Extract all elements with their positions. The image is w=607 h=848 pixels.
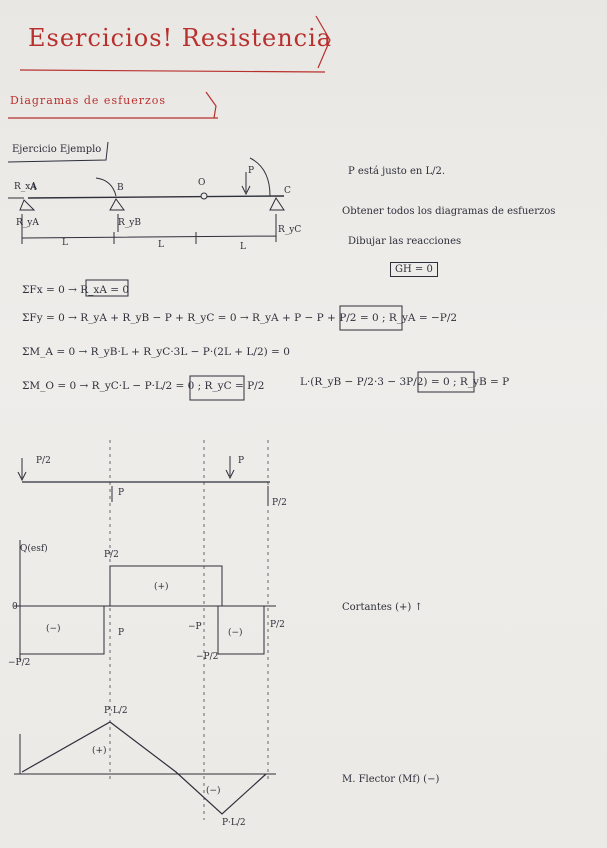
title-underline xyxy=(19,69,326,73)
beam-line xyxy=(27,195,285,199)
moment-bottom-label: P·L/2 xyxy=(222,818,246,828)
moment-arc-icon xyxy=(249,157,271,197)
fb-reaction-arrows-icon xyxy=(111,486,269,506)
equation-fy: ΣFy = 0 → R_yA + R_yB − P + R_yC = 0 → R… xyxy=(22,312,458,324)
fb-left-load: P/2 xyxy=(36,456,51,466)
shear-note: Cortantes (+) ↑ xyxy=(342,602,423,613)
span-1: L xyxy=(62,238,68,248)
equation-mo: ΣM_O = 0 → R_yC·L − P·L/2 = 0 ; R_yC = P… xyxy=(22,380,265,392)
moment-neg-sign: (−) xyxy=(206,786,221,796)
fb-right-reaction: P/2 xyxy=(272,498,287,508)
fb-load-arrow-icon xyxy=(225,456,235,480)
point-b: B xyxy=(117,183,124,193)
support-icons xyxy=(19,197,285,211)
section-title: Diagramas de esfuerzos xyxy=(10,94,167,107)
moment-arc-b-icon xyxy=(95,177,117,197)
box-ryc xyxy=(189,375,245,401)
moment-pos-sign: (+) xyxy=(92,746,107,756)
shear-neg-left-label: −P/2 xyxy=(8,658,31,668)
reaction-xa: R_xA xyxy=(14,182,37,192)
reaction-yc: R_yC xyxy=(278,225,302,235)
note-p-position: P está justo en L/2. xyxy=(348,166,446,177)
note-gh: GH = 0 xyxy=(390,262,438,277)
example-label: Ejercicio Ejemplo xyxy=(12,144,102,155)
fb-left-arrow-icon xyxy=(17,458,27,482)
shear-axis-label: Q(esf) xyxy=(20,544,48,554)
page-title: Esercicios! Resistencia xyxy=(28,24,333,52)
moment-top-label: P·L/2 xyxy=(104,706,128,716)
box-rxa xyxy=(85,279,129,297)
shear-left-block xyxy=(19,606,105,655)
equation-fx: ΣFx = 0 → R_xA = 0 xyxy=(22,284,130,296)
equation-ma: ΣM_A = 0 → R_yB·L + R_yC·3L − P·(2L + L/… xyxy=(22,346,290,358)
box-ryb xyxy=(417,371,475,393)
shear-jump-p: P xyxy=(118,628,125,638)
shear-left-sign: (−) xyxy=(46,624,61,634)
example-underline xyxy=(7,141,109,163)
section-bracket xyxy=(205,91,217,119)
load-p: P xyxy=(248,166,255,176)
guide-lines xyxy=(109,440,269,820)
shear-neg-right: −P/2 xyxy=(196,652,219,662)
span-dimension-line xyxy=(21,230,277,244)
point-o: O xyxy=(198,178,206,188)
shear-mid-block xyxy=(109,565,223,606)
shear-right-value: P/2 xyxy=(270,620,285,630)
span-2: L xyxy=(158,240,164,250)
note-draw: Dibujar las reacciones xyxy=(348,236,462,247)
shear-right-block xyxy=(217,606,265,655)
shear-right-sign: (−) xyxy=(228,628,243,638)
shear-jump-neg: −P xyxy=(188,622,202,632)
reaction-ya: R_yA xyxy=(16,218,39,228)
shear-zero-label: 0 xyxy=(12,602,18,612)
shear-top-label: P/2 xyxy=(104,550,119,560)
reaction-yb: R_yB xyxy=(118,218,141,228)
load-arrow-icon xyxy=(241,172,251,196)
reaction-arrows-icon xyxy=(21,214,277,236)
moment-note: M. Flector (Mf) (−) xyxy=(342,774,440,785)
note-obtain: Obtener todos los diagramas de esfuerzos xyxy=(342,206,556,217)
span-3: L xyxy=(240,242,246,252)
point-a: A xyxy=(30,183,37,193)
equation-ryb: L·(R_yB − P/2·3 − 3P/2) = 0 ; R_yB = P xyxy=(300,376,510,388)
fb-load: P xyxy=(238,456,245,466)
fb-mid-reaction: P xyxy=(118,488,125,498)
title-bracket xyxy=(315,15,331,69)
moment-curve xyxy=(21,721,267,815)
point-c: C xyxy=(284,186,291,196)
hinge-o-icon xyxy=(200,192,208,200)
box-rya xyxy=(339,305,403,331)
shear-mid-sign: (+) xyxy=(154,582,169,592)
